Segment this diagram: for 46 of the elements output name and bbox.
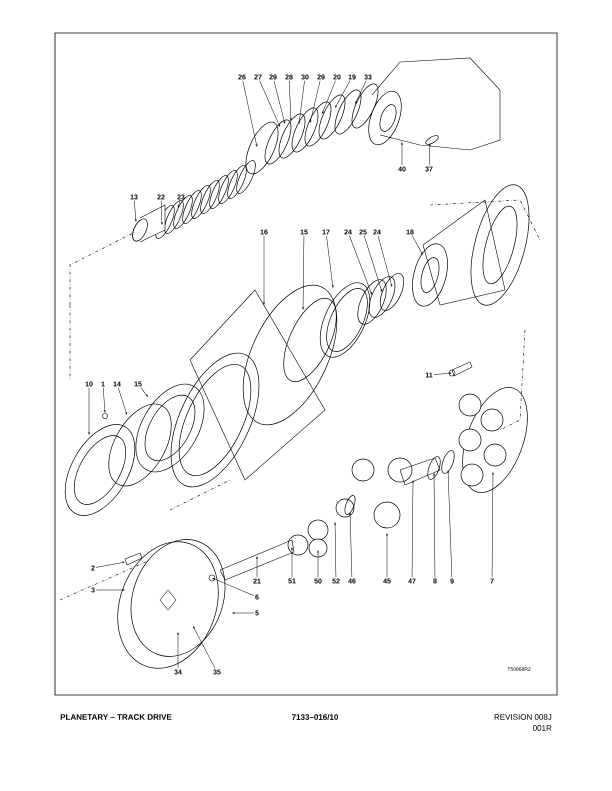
leader-line [232, 612, 254, 614]
leader-line [401, 142, 403, 166]
revision-text: 001R [533, 725, 552, 731]
leader-line [256, 556, 258, 578]
leader-line [326, 235, 334, 288]
leader-line [349, 235, 372, 295]
leader-line [298, 80, 305, 124]
leader-line [434, 372, 452, 375]
leader-line [259, 80, 280, 127]
leader-line [378, 235, 392, 287]
leader-line [193, 626, 216, 669]
leader-line [386, 533, 388, 578]
leader-line [310, 80, 320, 123]
leader-line [317, 550, 319, 578]
revision-text: REVISION 008J [494, 714, 552, 720]
document-number: 7133–016/10 [292, 714, 338, 720]
leader-line [178, 200, 180, 208]
leader-line [349, 512, 352, 578]
leader-line [177, 632, 179, 669]
leader-line [96, 589, 125, 591]
leader-line [355, 80, 366, 104]
leader-line [335, 80, 350, 108]
leader-line [274, 80, 286, 124]
leader-line [288, 80, 292, 121]
leader-line [134, 200, 137, 222]
leader-line [291, 547, 293, 578]
leader-line [433, 473, 436, 578]
leader-line [428, 143, 431, 166]
leader-line [302, 235, 304, 310]
leader-line [334, 522, 336, 578]
leader-line [88, 387, 90, 435]
leader-line [118, 387, 128, 415]
leader-line [212, 578, 254, 596]
leader-line [364, 235, 382, 292]
leader-line [242, 80, 258, 147]
leader-line [412, 480, 414, 578]
leader-line [140, 387, 148, 397]
footer-title: PLANETARY – TRACK DRIVE [60, 714, 172, 720]
leader-line [103, 387, 106, 413]
leader-line [412, 235, 423, 255]
leader-line [492, 472, 494, 578]
leader-line [322, 80, 336, 114]
leader-line [160, 200, 163, 225]
leader-line [263, 235, 265, 305]
leader-line [96, 562, 125, 568]
leader-line [447, 470, 452, 578]
